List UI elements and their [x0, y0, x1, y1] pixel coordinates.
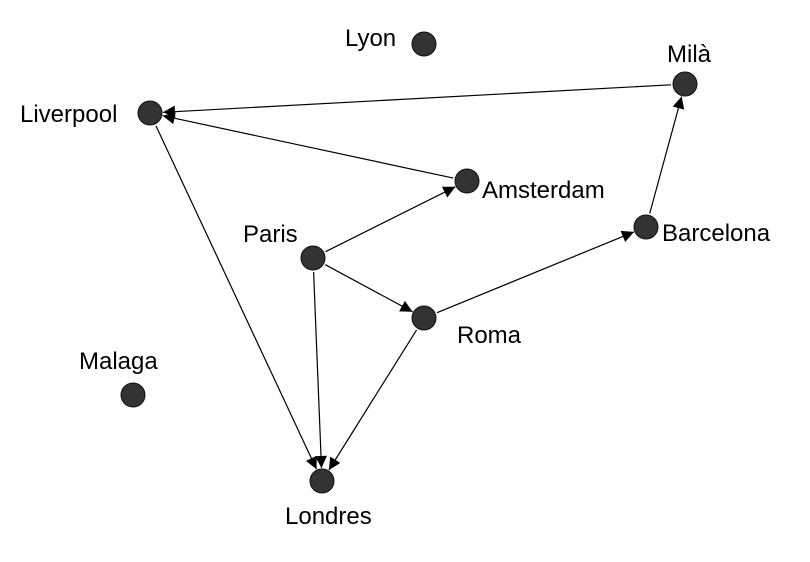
node-amsterdam[interactable]: [454, 168, 480, 194]
edge-liverpool-londres: [155, 125, 318, 470]
edge-mila-liverpool: [162, 84, 672, 118]
edges-group: [155, 84, 685, 471]
label-londres: Londres: [285, 503, 372, 530]
node-paris[interactable]: [300, 245, 326, 271]
node-roma[interactable]: [411, 305, 437, 331]
edge-roma-londres: [328, 329, 418, 471]
edge-paris-amsterdam: [325, 186, 456, 253]
edge-paris-londres: [313, 271, 328, 469]
node-liverpool[interactable]: [137, 100, 163, 126]
node-mila[interactable]: [672, 71, 698, 97]
edge-barcelona-mila: [649, 96, 685, 214]
label-amsterdam: Amsterdam: [482, 177, 605, 204]
nodes-group: [120, 31, 698, 494]
label-liverpool: Liverpool: [20, 101, 117, 128]
node-londres[interactable]: [309, 468, 335, 494]
node-malaga[interactable]: [120, 382, 146, 408]
label-mila: Milà: [667, 41, 712, 68]
edge-paris-roma: [325, 264, 413, 313]
label-roma: Roma: [457, 322, 522, 349]
edge-roma-barcelona: [436, 230, 635, 314]
edge-amsterdam-liverpool: [162, 112, 454, 179]
node-barcelona[interactable]: [633, 214, 659, 240]
label-paris: Paris: [243, 221, 298, 248]
node-lyon[interactable]: [411, 31, 437, 57]
label-lyon: Lyon: [345, 25, 396, 52]
label-malaga: Malaga: [79, 348, 158, 375]
label-barcelona: Barcelona: [662, 220, 771, 247]
labels-group: Lyon Milà Liverpool Amsterdam Paris Barc…: [20, 25, 771, 530]
